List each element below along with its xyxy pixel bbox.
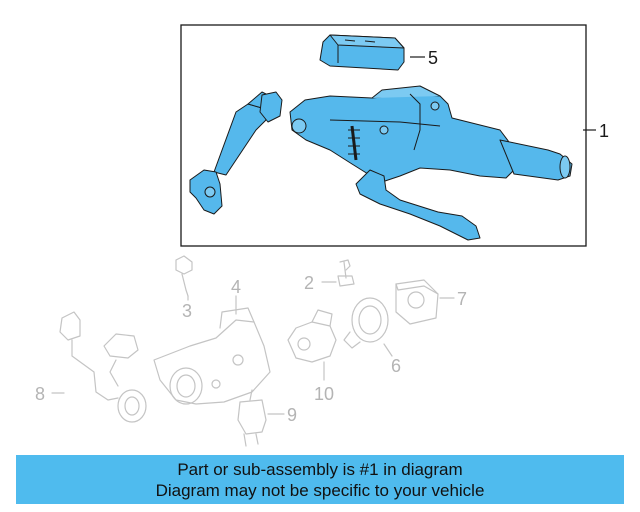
banner-line-2: Diagram may not be specific to your vehi… <box>155 480 485 500</box>
callout-6: 6 <box>391 356 401 376</box>
part-1-steering-column[interactable] <box>189 85 573 241</box>
callout-7: 7 <box>457 289 467 309</box>
part-6-coil[interactable] <box>343 297 389 349</box>
callout-8: 8 <box>35 384 45 404</box>
callout-4: 4 <box>231 277 241 297</box>
part-9-sensor[interactable] <box>237 389 267 447</box>
callout-3: 3 <box>182 301 192 321</box>
part-3-bolt[interactable] <box>175 255 193 297</box>
callout-2: 2 <box>304 273 314 293</box>
callout-9: 9 <box>287 405 297 425</box>
part-2-bolt[interactable] <box>337 259 355 287</box>
info-banner: Part or sub-assembly is #1 in diagram Di… <box>16 455 624 504</box>
leader-6 <box>383 343 393 357</box>
part-10-switch[interactable] <box>287 309 337 363</box>
part-7-bezel[interactable] <box>395 279 439 325</box>
banner-line-1: Part or sub-assembly is #1 in diagram <box>177 459 463 479</box>
assembly-box <box>180 24 587 247</box>
callout-5: 5 <box>428 48 438 68</box>
callout-1: 1 <box>599 121 609 141</box>
part-4-lock-housing[interactable] <box>153 307 271 405</box>
part-5-module[interactable] <box>319 34 405 71</box>
parts-diagram: 5 1 <box>35 24 609 447</box>
callout-10: 10 <box>314 384 334 404</box>
part-8-harness[interactable] <box>59 311 147 423</box>
